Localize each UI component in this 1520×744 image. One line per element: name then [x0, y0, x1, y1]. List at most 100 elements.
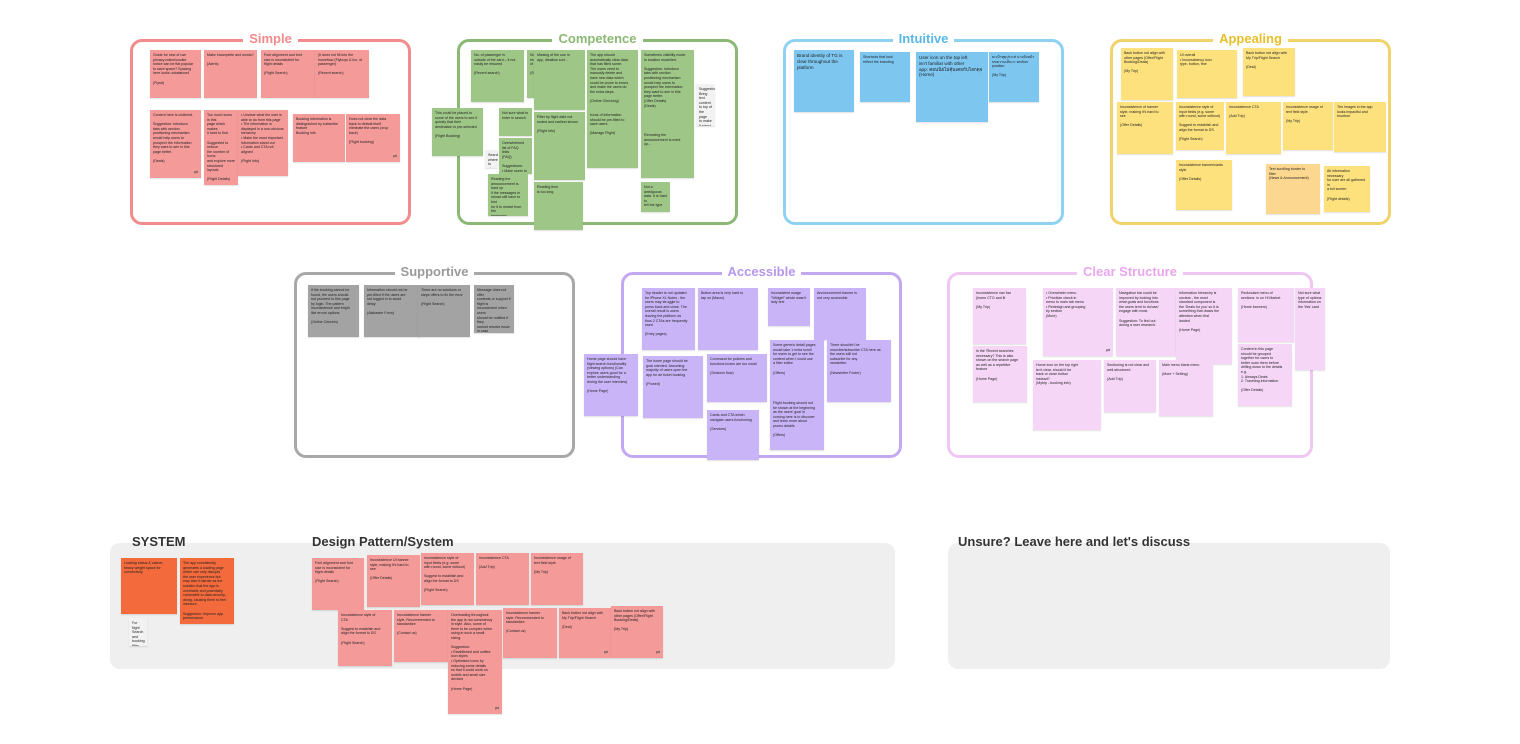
sticky-note[interactable]: Inconsistence nav bar(home CTO and lit (…	[973, 288, 1026, 344]
note-text-line: (Deal)	[1246, 64, 1256, 69]
note-text-line: • Established and unified	[451, 649, 491, 654]
sticky-note[interactable]: Loading status & calmer,heavy weight spa…	[121, 558, 177, 614]
note-text-line: shown on the search page	[976, 358, 1019, 363]
panel-unsure[interactable]	[948, 543, 1390, 669]
link-icon[interactable]: ⇄	[603, 650, 609, 656]
note-text-line: able to do from this page	[241, 117, 281, 122]
sticky-note[interactable]: Content here is cluttered. Suggestion: I…	[150, 110, 201, 178]
link-icon[interactable]: ⇄	[392, 154, 398, 160]
sticky-note[interactable]: Inconsistence CTA (Add Trip)	[1226, 102, 1281, 154]
sticky-note[interactable]: Search where toplace search	[485, 150, 498, 168]
link-icon[interactable]: ⇄	[1105, 348, 1111, 354]
note-text-line: (Manage Flight)	[590, 131, 616, 136]
link-icon[interactable]: ⇄	[193, 170, 199, 176]
note-text-line: the extra steps.	[590, 89, 615, 94]
note-text-line: users may struggle to	[645, 300, 680, 305]
note-text-line: during the user interview)	[587, 379, 628, 384]
note-text-line: isn't clear, should it be	[1036, 367, 1072, 372]
note-text-line: that has filled some.	[590, 62, 622, 67]
link-icon[interactable]: ⇄	[494, 706, 500, 712]
note-text-line: size is inconsistent for	[264, 57, 300, 62]
unsure-title: Unsure? Leave here and let's discuss	[958, 534, 1191, 549]
link-icon[interactable]: ⇄	[655, 650, 661, 656]
note-text-line: the 'Deals for you' so it is	[1179, 304, 1219, 309]
note-text-line: ยะเป้าทุดุประเท่ น่ายจังหน้า	[992, 55, 1035, 59]
sticky-note[interactable]: ยะเป้าทุดุประเท่ น่ายจังหน้าบทความเห็นกะ…	[989, 52, 1039, 102]
sticky-note[interactable]: Main menu blank menu (More + Setting)	[1159, 360, 1213, 416]
sticky-note[interactable]: Inconsistence CTA (Add Trip)	[476, 553, 529, 605]
sticky-note[interactable]: Make incomplete and words? (Alerts)	[204, 50, 257, 98]
note-text-line: Some generic detail pages	[773, 343, 816, 347]
